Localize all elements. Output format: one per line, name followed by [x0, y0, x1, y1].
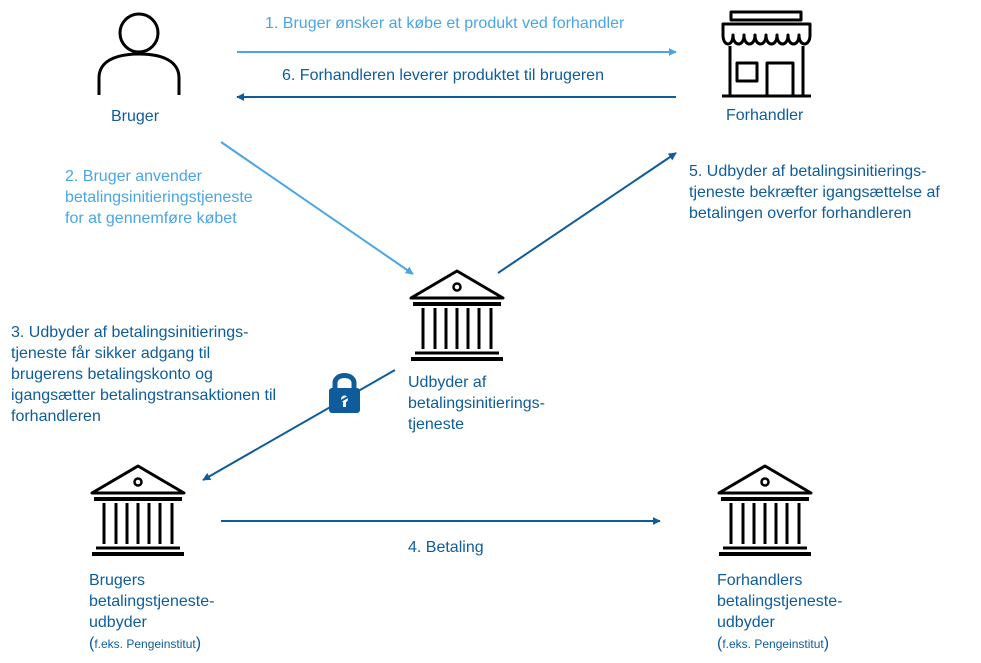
merchant-bank-label-line: udbyder [717, 614, 775, 631]
merchant-bank-note-close: ) [823, 635, 830, 652]
merchant-bank-note-text: f.eks. Pengeinstitut [722, 637, 824, 651]
user-bank-note-text: f.eks. Pengeinstitut [94, 637, 196, 651]
merchant-label: Forhandler [726, 107, 804, 124]
step3-line: forhandleren [11, 408, 101, 425]
user-bank-label: Brugers betalingstjeneste- udbyder (f.ek… [89, 570, 214, 655]
step3-line: igangsætter betalingstransaktionen til [11, 387, 277, 404]
step6-label: 6. Forhandleren leverer produktet til br… [282, 67, 604, 84]
step3-label: 3. Udbyder af betalingsinitierings- tjen… [11, 322, 276, 427]
step3-line: 3. Udbyder af betalingsinitierings- [11, 324, 249, 341]
merchant-bank-note: (f.eks. Pengeinstitut) [717, 633, 842, 655]
pisp-label-line: betalingsinitierings- [408, 395, 545, 412]
merchant-bank-label: Forhandlers betalingstjeneste- udbyder (… [717, 570, 842, 655]
step5-label: 5. Udbyder af betalingsinitierings- tjen… [689, 161, 940, 224]
store-icon [721, 10, 812, 98]
pisp-label: Udbyder af betalingsinitierings- tjenest… [408, 372, 545, 435]
merchant-bank-icon [717, 464, 813, 556]
user-bank-note: (f.eks. Pengeinstitut) [89, 633, 214, 655]
pisp-label-line: Udbyder af [408, 374, 487, 391]
step1-label: 1. Bruger ønsker at købe et produkt ved … [265, 15, 625, 32]
user-bank-note-open: ( [89, 635, 95, 652]
step3-line: brugerens betalingskonto og [11, 366, 213, 383]
step2-line: for at gennemføre købet [65, 210, 237, 227]
lock-icon [329, 373, 360, 413]
step2-line: betalingsinitieringstjeneste [65, 189, 253, 206]
step4-label: 4. Betaling [408, 539, 484, 556]
step2-line: 2. Bruger anvender [65, 168, 202, 185]
user-bank-icon [90, 464, 186, 556]
user-bank-note-close: ) [195, 635, 202, 652]
pisp-label-line: tjeneste [408, 416, 465, 433]
step5-line: tjeneste bekræfter igangsættelse af [689, 184, 940, 201]
merchant-bank-label-line: Forhandlers [717, 572, 803, 589]
step5-line: betalingen overfor forhandleren [689, 205, 912, 222]
user-bank-label-line: Brugers [89, 572, 146, 589]
step3-line: tjeneste får sikker adgang til [11, 345, 211, 362]
arrow-step3 [202, 369, 396, 481]
step5-line: 5. Udbyder af betalingsinitierings- [689, 163, 927, 180]
user-label: Bruger [111, 108, 160, 125]
merchant-bank-note-open: ( [717, 635, 723, 652]
step2-label: 2. Bruger anvender betalingsinitieringst… [65, 166, 253, 229]
arrow-step5 [497, 152, 677, 274]
arrow-step2 [220, 141, 414, 275]
pisp-bank-icon [409, 269, 505, 361]
user-bank-label-line: betalingstjeneste- [89, 593, 215, 610]
user-bank-label-line: udbyder [89, 614, 147, 631]
merchant-bank-label-line: betalingstjeneste- [717, 593, 843, 610]
user-icon [97, 12, 181, 95]
